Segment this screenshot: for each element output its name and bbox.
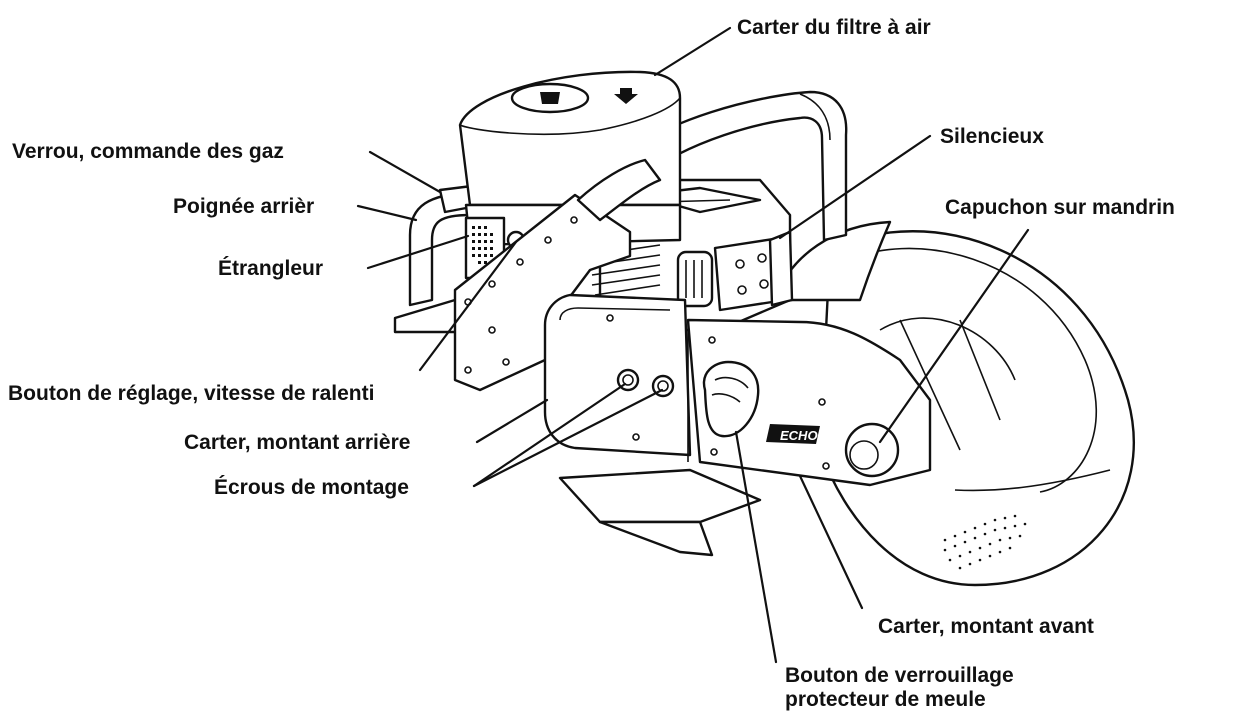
leader-spindle-cap xyxy=(878,228,1030,444)
label-choke: Étrangleur xyxy=(218,257,323,280)
leader-front-arm-cover xyxy=(798,474,864,610)
callout-labels: Carter du filtre à air Verrou, commande … xyxy=(8,16,1175,711)
rear-arm xyxy=(543,293,692,457)
side-frame-plate xyxy=(453,158,662,392)
leader-air-filter-cover xyxy=(653,26,732,77)
brand-logo: ECHO xyxy=(780,428,818,443)
label-muffler: Silencieux xyxy=(940,125,1044,148)
label-mounting-nuts: Écrous de montage xyxy=(214,476,409,499)
cutoff-saw-illustration: ECHO xyxy=(393,70,1135,587)
leader-choke xyxy=(366,234,470,270)
label-guard-lock-knob-line2: protecteur de meule xyxy=(785,688,986,711)
leader-rear-handle xyxy=(356,204,418,222)
leader-idle-adjust xyxy=(418,240,518,372)
label-throttle-lock: Verrou, commande des gaz xyxy=(12,140,284,163)
leader-guard-lock-knob xyxy=(734,430,778,664)
label-rear-handle: Poignée arrièr xyxy=(173,195,314,218)
guard-lock-knob xyxy=(702,360,760,438)
label-rear-arm-cover: Carter, montant arrière xyxy=(184,431,410,454)
label-air-filter-cover: Carter du filtre à air xyxy=(737,16,931,39)
label-guard-lock-knob-line1: Bouton de verrouillage xyxy=(785,664,1014,687)
guard-vent-mesh xyxy=(943,514,1027,570)
leader-mounting-nut-1 xyxy=(472,382,627,488)
leader-rear-arm-cover xyxy=(475,398,549,444)
leader-mounting-nut-2 xyxy=(472,388,664,488)
leader-throttle-lock xyxy=(368,150,442,194)
label-front-arm-cover: Carter, montant avant xyxy=(878,615,1094,638)
blade-guard xyxy=(773,220,1135,587)
leader-lines xyxy=(356,26,1030,664)
label-idle-adjust: Bouton de réglage, vitesse de ralenti xyxy=(8,382,374,405)
leader-muffler xyxy=(778,134,932,240)
label-spindle-cap: Capuchon sur mandrin xyxy=(945,196,1175,219)
spindle-cap xyxy=(844,422,900,478)
